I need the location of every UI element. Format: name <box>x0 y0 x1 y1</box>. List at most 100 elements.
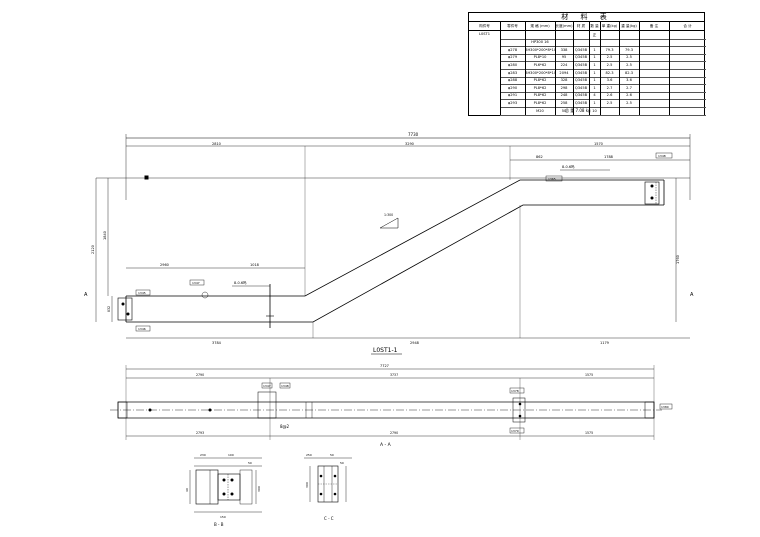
dim-bottom-2: 2948 <box>410 341 419 345</box>
table-row-divider <box>500 38 706 40</box>
plan-tag-1380: 1380 <box>661 405 669 409</box>
table-cell: 328 <box>560 78 568 83</box>
table-cell: 2.6 <box>626 93 632 98</box>
table-cell: Q345B <box>574 85 588 90</box>
table-cell: 2.5 <box>626 62 632 67</box>
table-header-cell: 长度(mm) <box>555 24 573 28</box>
plan-dim-bottom-1: 2793 <box>196 431 204 435</box>
table-cell: PL6*62 <box>533 62 547 67</box>
table-header-cell: 数 量 <box>590 24 599 28</box>
plan-dim-bottom-3: 1575 <box>585 431 593 435</box>
b-dim-3: 50 <box>248 461 252 465</box>
table-cell: 2.5 <box>606 55 613 60</box>
tag-1365: 1365 <box>548 177 556 181</box>
table-column-divider <box>619 22 620 115</box>
table-row-divider <box>500 76 706 78</box>
table-cell: 224 <box>560 62 568 67</box>
dim-bottom-3: 1179 <box>600 341 609 345</box>
dim-left-small: 832 <box>107 306 111 312</box>
table-cell: φ280 <box>507 62 518 67</box>
table-cell: 298 <box>560 85 568 90</box>
table-cell: 248 <box>560 93 568 98</box>
bolt-note-2: 8-0.6吗 <box>562 164 575 169</box>
table-cell: HP300 16 <box>531 40 549 45</box>
table-column-divider <box>669 22 670 115</box>
material-table-total: 总 重 7.08 kg <box>565 108 591 113</box>
table-cell: 79.3 <box>624 47 633 52</box>
table-row-divider <box>500 69 706 70</box>
table-header-cell: 规 格 (mm) <box>530 24 550 28</box>
b-dim-1: 230 <box>200 453 206 457</box>
bolt-note-1: 8-0.6吗 <box>234 280 247 285</box>
table-cell: M20 <box>536 108 544 113</box>
elevation-view: 7730 2810 3290 1570 862 1788 2120 1840 <box>84 132 694 355</box>
section-mark-a-right: A <box>690 292 694 298</box>
tag-1347: 1347 <box>192 281 200 285</box>
dim-right-vertical: 1760 <box>676 255 680 264</box>
table-cell: 1 <box>593 85 596 90</box>
table-header-cell: 构件号 <box>479 24 490 28</box>
table-row-divider <box>500 91 706 93</box>
table-cell: 1 <box>593 47 596 52</box>
material-table-header: 构件号零件号规 格 (mm)长度(mm)材 质数 量单 重(kg)重 量(kg)… <box>469 22 704 31</box>
table-cell: φ291 <box>507 93 518 98</box>
table-cell: 2094 <box>559 70 569 75</box>
table-cell: 1 <box>593 78 596 83</box>
table-cell: 50 <box>561 108 567 113</box>
table-column-divider <box>555 22 556 115</box>
plan-dim-top-2: 3737 <box>390 373 398 377</box>
plan-dim-top-1: 2790 <box>196 373 204 377</box>
table-cell: Q345B <box>574 62 588 67</box>
c-dim-2: 50 <box>330 453 334 457</box>
dim-left-2: 1840 <box>103 231 107 240</box>
plan-note: 8@2 <box>280 424 290 429</box>
table-row-divider <box>500 99 706 101</box>
table-cell: Q345B <box>574 100 588 105</box>
dim-mid-2: 1018 <box>250 263 259 267</box>
dim-part-2: 3290 <box>405 142 414 146</box>
table-row-divider <box>500 114 706 116</box>
c-dim-3: 50 <box>340 461 344 465</box>
table-header-cell: 单 重(kg) <box>601 24 618 28</box>
section-b-title: B - B <box>214 522 224 527</box>
table-row-divider <box>500 61 706 63</box>
table-cell: 2.5 <box>626 55 632 60</box>
table-row-divider <box>500 107 706 108</box>
dim-mid-1: 2960 <box>160 263 169 267</box>
table-member-id: L0ST1 <box>478 32 491 36</box>
tag-1346: 1346 <box>138 327 146 331</box>
section-b-b: 230 100 50 40 300 150 B - B <box>185 453 262 527</box>
tag-1348: 1348 <box>658 154 666 158</box>
table-cell: 2.5 <box>606 62 613 67</box>
table-header-cell: 合 计 <box>683 24 692 28</box>
table-cell: PL8*10 <box>533 55 547 60</box>
table-cell: 258 <box>560 100 568 105</box>
plan-title: A - A <box>380 442 392 448</box>
table-column-divider <box>525 22 526 115</box>
table-cell: φ293 <box>507 100 518 105</box>
tag-1345: 1345 <box>138 291 146 295</box>
dim-part-3: 1570 <box>594 142 603 146</box>
table-cell: φ290 <box>507 85 518 90</box>
table-column-divider <box>600 22 601 115</box>
table-cell: 95 <box>561 55 567 60</box>
dim-part-1: 2810 <box>212 142 221 146</box>
plan-dim-top-3: 1575 <box>585 373 593 377</box>
plan-view-a-a: 7727 2790 3737 1575 1347 1348 1378 1379 … <box>110 364 673 448</box>
dim-overall: 7730 <box>408 132 419 137</box>
table-cell: 正 <box>592 32 597 37</box>
table-header-cell: 材 质 <box>576 24 586 28</box>
table-cell: 82.3 <box>605 70 614 75</box>
c-dim-4: 300 <box>305 482 309 488</box>
table-cell: PL8*62 <box>533 85 547 90</box>
table-cell: φ278 <box>507 47 518 52</box>
table-cell: BH300*200*8*10 <box>525 47 555 52</box>
b-dim-2: 100 <box>228 453 234 457</box>
table-cell: 1 <box>593 62 596 67</box>
table-header-cell: 重 量(kg) <box>621 24 637 28</box>
table-cell: 1 <box>593 70 596 75</box>
table-row-divider <box>500 84 706 86</box>
section-c-title: C - C <box>324 516 334 521</box>
section-mark-a-left: A <box>84 292 88 298</box>
